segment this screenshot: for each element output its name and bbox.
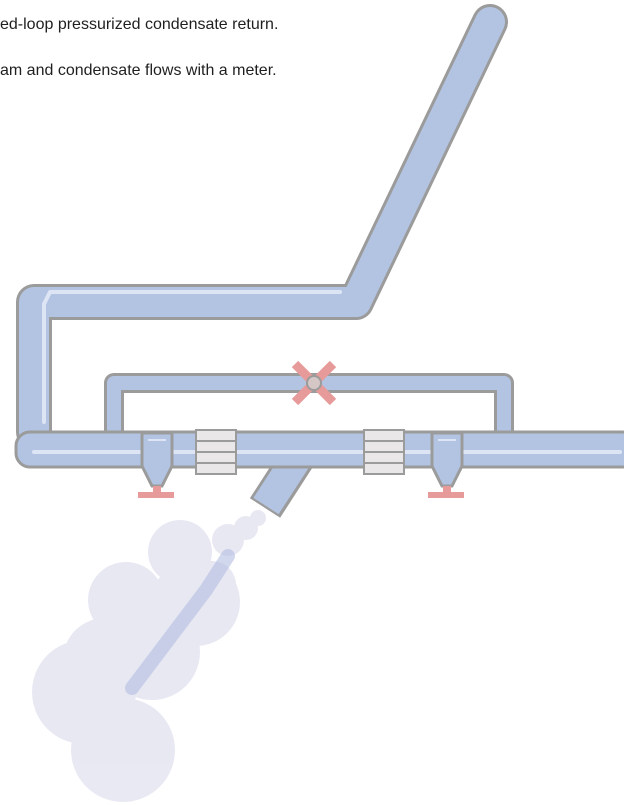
bypass-cross-valve (291, 360, 337, 406)
caption-line-1: ed-loop pressurized condensate return. (0, 16, 279, 33)
upper-return-loop (19, 7, 505, 447)
left-condensate-meter (195, 429, 237, 475)
upper-return-loop-outline (16, 4, 508, 450)
caption-line-2: am and condensate flows with a meter. (0, 62, 277, 79)
right-steam-trap (428, 431, 464, 498)
steam-jet-core (125, 549, 235, 695)
right-condensate-meter (363, 429, 405, 475)
upper-loop-highlight (42, 290, 342, 424)
left-steam-trap (138, 431, 174, 498)
main-header-pipe (14, 430, 624, 469)
